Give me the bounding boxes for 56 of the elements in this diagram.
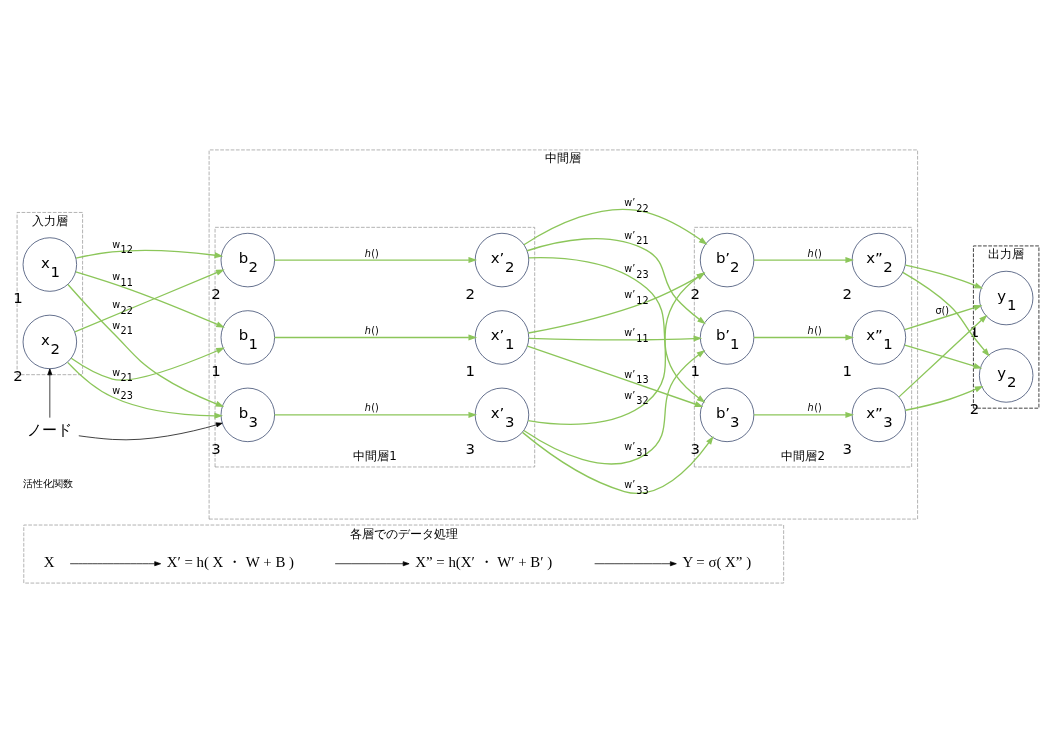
arrow bbox=[526, 345, 704, 407]
arrow bbox=[273, 257, 478, 264]
arrow bbox=[47, 368, 53, 418]
arrow bbox=[753, 334, 855, 341]
node-label: 2 bbox=[465, 284, 475, 303]
edge-label: h() bbox=[807, 325, 822, 337]
arrow bbox=[334, 561, 410, 567]
edge-label: h() bbox=[364, 325, 379, 337]
arrow bbox=[78, 422, 223, 441]
label: 活性化関数 bbox=[23, 476, 74, 489]
arrow bbox=[70, 347, 225, 381]
node-label: 2 bbox=[842, 284, 852, 303]
node-label: 1 bbox=[690, 362, 701, 381]
node-label: 3 bbox=[690, 439, 701, 458]
node-label: 3 bbox=[211, 439, 221, 458]
arrow bbox=[528, 257, 706, 403]
edge-label: σ() bbox=[935, 304, 950, 316]
arrow bbox=[904, 385, 984, 411]
arrow bbox=[902, 271, 990, 357]
edge-label: h() bbox=[364, 402, 379, 414]
node-label: 2 bbox=[690, 284, 701, 303]
edge-label: h() bbox=[807, 247, 822, 259]
node-label: 3 bbox=[842, 439, 852, 458]
arrow bbox=[75, 249, 224, 259]
arrow bbox=[594, 561, 677, 567]
arrow bbox=[898, 314, 988, 398]
arrow bbox=[273, 411, 478, 418]
node-text: X bbox=[43, 554, 55, 571]
arrow bbox=[521, 431, 714, 494]
node-text: ノード bbox=[27, 420, 73, 439]
arrow bbox=[527, 272, 706, 334]
arrow bbox=[753, 411, 855, 418]
edge-label: h() bbox=[807, 402, 822, 414]
edge-label: h() bbox=[364, 247, 379, 259]
arrow bbox=[523, 208, 708, 246]
arrow bbox=[523, 349, 706, 465]
node-label: 1 bbox=[465, 362, 475, 381]
arrow bbox=[904, 304, 983, 331]
node-text: Y = σ( X” ) bbox=[682, 554, 752, 571]
arrow bbox=[904, 344, 983, 369]
arrow bbox=[528, 335, 703, 342]
node-text: X” = h(X′ ・ W′ + B′ ) bbox=[415, 554, 553, 571]
arrow bbox=[67, 283, 225, 407]
node-label: 2 bbox=[211, 284, 221, 303]
arrow bbox=[527, 272, 706, 425]
node-label: 3 bbox=[465, 439, 475, 458]
node-label: 1 bbox=[842, 362, 852, 381]
node-text: X′ = h( X ・ W + B ) bbox=[166, 554, 294, 571]
arrow bbox=[273, 334, 478, 341]
arrow bbox=[526, 237, 706, 325]
arrow bbox=[753, 257, 855, 264]
node-label: 1 bbox=[13, 289, 23, 308]
arrow bbox=[66, 361, 223, 419]
node-label: 1 bbox=[211, 362, 221, 381]
arrow bbox=[69, 561, 162, 567]
arrow bbox=[904, 264, 984, 289]
